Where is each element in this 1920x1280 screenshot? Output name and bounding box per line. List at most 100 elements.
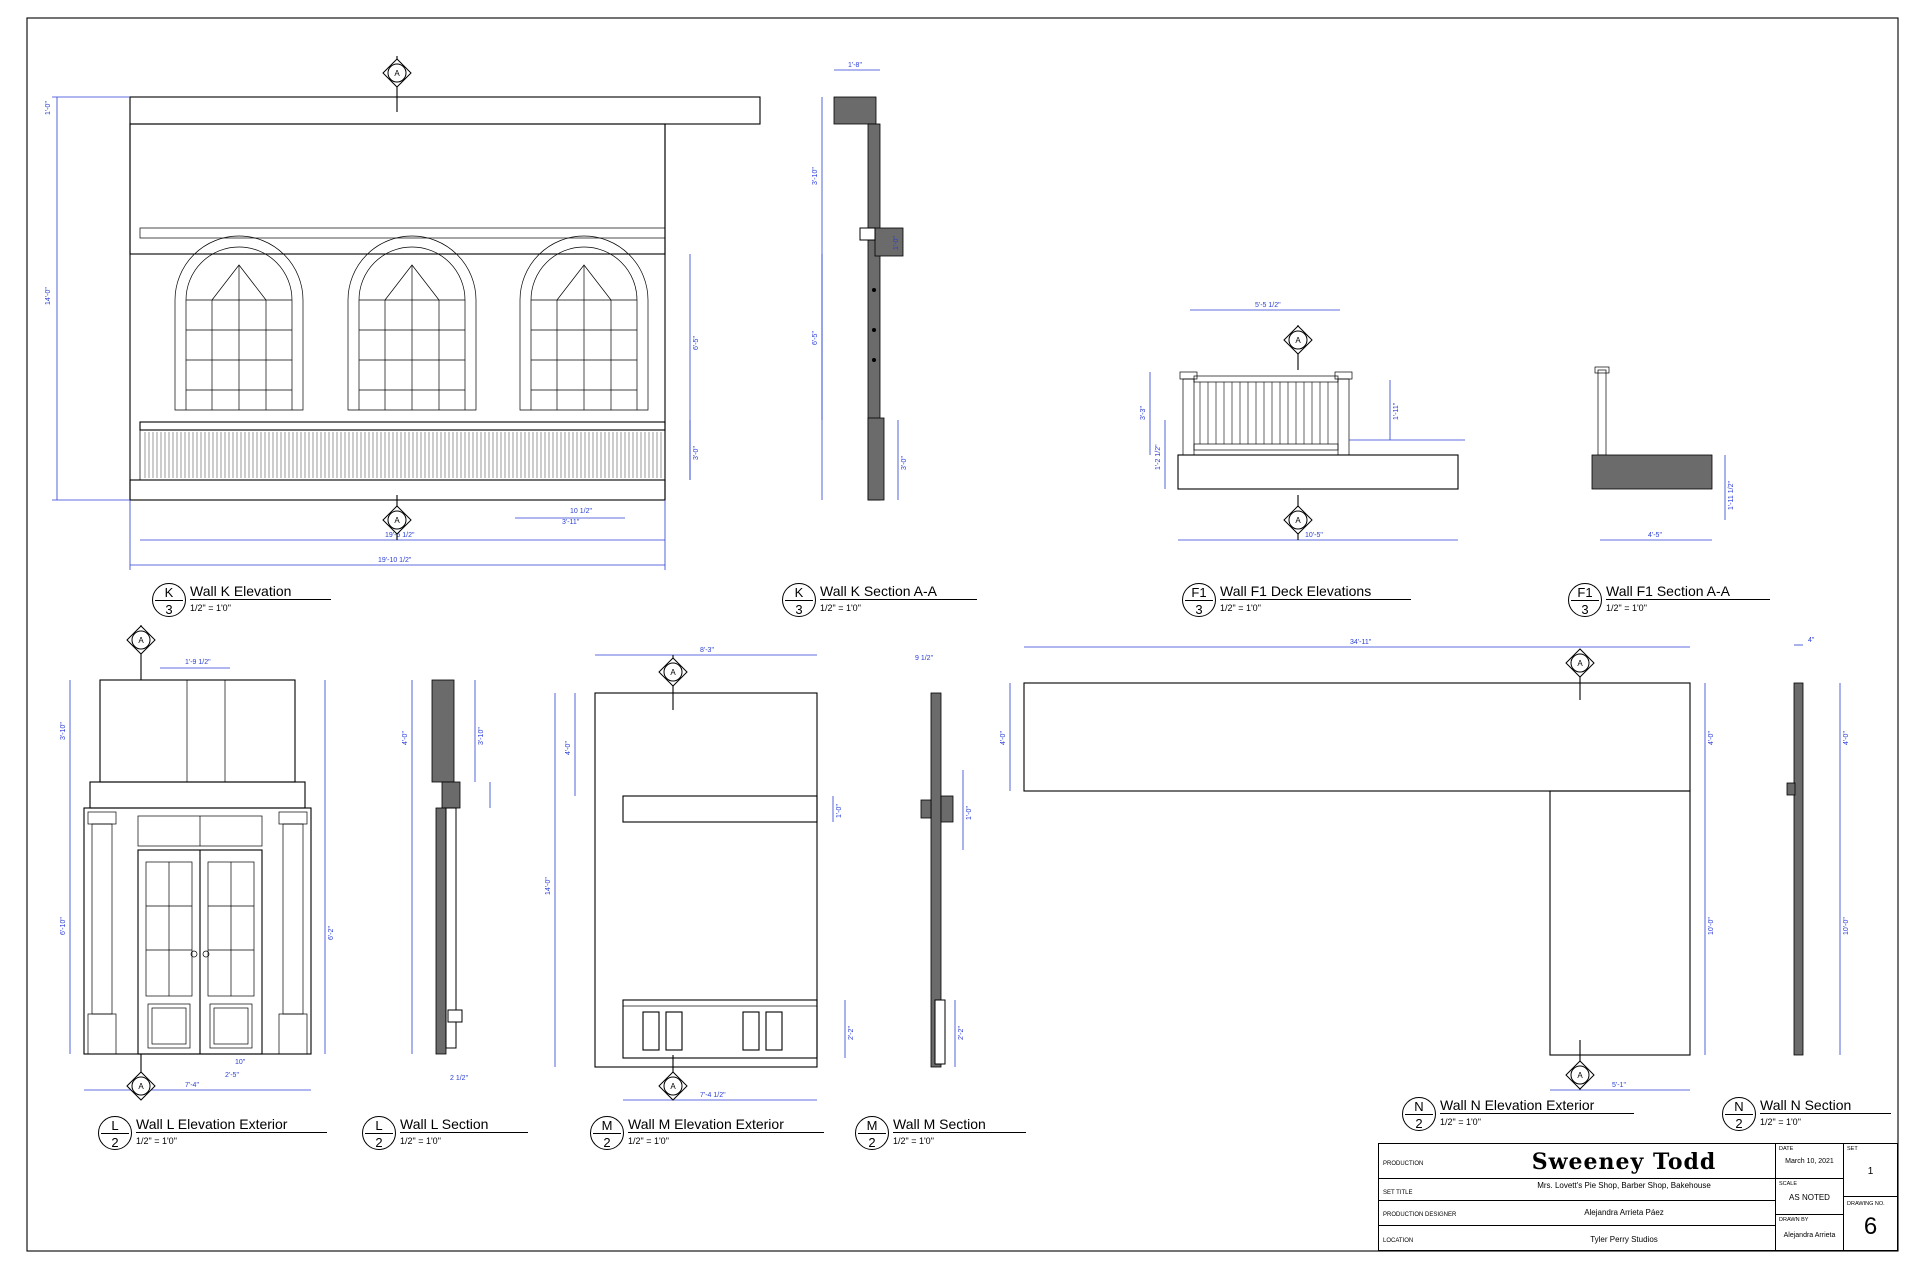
- dim-f1-base: 10'-5": [1305, 532, 1323, 539]
- dim-n-w: 34'-11": [1350, 639, 1372, 646]
- dim-m-h: 14'-0": [545, 877, 552, 895]
- tb-designer-key: PRODUCTION DESIGNER: [1383, 1212, 1457, 1218]
- dim-n-b: 10'-0": [1708, 917, 1715, 935]
- dim-l-top: 1'-9 1/2": [185, 659, 211, 666]
- view-title: Wall L Section: [400, 1116, 529, 1133]
- tb-drawing-no: 6: [1863, 1213, 1878, 1240]
- section-marker: A: [1565, 648, 1595, 700]
- view-scale: 1/2" = 1'0": [1440, 1117, 1481, 1127]
- section-marker-label: A: [1295, 336, 1301, 345]
- section-marker: A: [658, 655, 688, 710]
- wall-m-section: [920, 692, 964, 1068]
- dim-k-side-a: 6'-5": [693, 336, 700, 350]
- dim-l-h3: 6'-2": [328, 926, 335, 940]
- wall-l-elevation: [69, 667, 326, 1091]
- section-marker: A: [1283, 495, 1313, 540]
- view-title: Wall K Section A-A: [820, 583, 977, 600]
- dim-n-a: 4'-0": [1000, 731, 1007, 745]
- view-scale: 1/2" = 1'0": [400, 1136, 441, 1146]
- dim-k-top: 1'-0": [45, 101, 52, 115]
- section-marker-label: A: [670, 1082, 676, 1091]
- section-markers: A A A A A A A A: [126, 56, 1595, 1101]
- dim-ks-d: 1'-0": [893, 236, 900, 250]
- tb-designer: Alejandra Arrieta Páez: [1584, 1208, 1664, 1217]
- dim-k-b: 3'-11": [562, 519, 580, 526]
- view-title: Wall M Elevation Exterior: [628, 1116, 824, 1133]
- sheet-border: [26, 17, 1899, 1252]
- section-marker: A: [382, 495, 412, 540]
- dim-l-h1: 3'-10": [60, 722, 67, 740]
- view-scale: 1/2" = 1'0": [1760, 1117, 1801, 1127]
- section-marker: A: [126, 1054, 156, 1101]
- section-marker-label: A: [1577, 659, 1583, 668]
- wall-f1-section: [1591, 366, 1726, 541]
- view-title: Wall K Elevation: [190, 583, 332, 600]
- dim-ms-a: 1'-0": [966, 806, 973, 820]
- dim-ks-top: 1'-8": [848, 62, 862, 69]
- dim-m-b: 1'-0": [836, 804, 843, 818]
- wall-f1-deck-elevation: [1149, 309, 1465, 541]
- dim-n-a2: 4'-0": [1708, 731, 1715, 745]
- dim-ns-b: 4'-0": [1843, 731, 1850, 745]
- section-marker-label: A: [670, 668, 676, 677]
- dim-f1-h: 3'-3": [1140, 406, 1147, 420]
- wall-m-elevation: [554, 654, 846, 1101]
- section-marker-label: A: [138, 1082, 144, 1091]
- tb-designer-row: PRODUCTION DESIGNER Alejandra Arrieta Pá…: [1379, 1201, 1775, 1226]
- tb-drawn: Alejandra Arrieta: [1783, 1232, 1836, 1239]
- section-marker: A: [658, 1055, 688, 1101]
- wall-n-section: [1786, 644, 1841, 1056]
- dim-k-width-outer: 19'-10 1/2": [378, 557, 412, 564]
- section-marker-label: A: [394, 69, 400, 78]
- tb-date: March 10, 2021: [1785, 1158, 1834, 1165]
- tb-location-row: LOCATION Tyler Perry Studios: [1379, 1226, 1775, 1250]
- tb-set-title-key: SET TITLE: [1383, 1190, 1413, 1196]
- dim-n-c: 5'-1": [1612, 1082, 1626, 1089]
- dim-k-side-b: 3'-0": [693, 446, 700, 460]
- view-scale: 1/2" = 1'0": [820, 603, 861, 613]
- view-scale: 1/2" = 1'0": [190, 603, 231, 613]
- dim-f1s-w: 4'-5": [1648, 532, 1662, 539]
- dim-ns-a: 4": [1808, 637, 1815, 644]
- dim-ls-a: 4'-0": [402, 731, 409, 745]
- tb-location: Tyler Perry Studios: [1590, 1235, 1658, 1244]
- tb-scale: AS NOTED: [1789, 1193, 1830, 1202]
- dim-ks-c: 3'-0": [901, 456, 908, 470]
- wall-n-elevation: [1009, 646, 1706, 1091]
- tb-meta-column: DATE March 10, 2021 SCALE AS NOTED DRAWN…: [1775, 1144, 1843, 1250]
- view-title: Wall F1 Deck Elevations: [1220, 583, 1412, 600]
- tb-production-key: PRODUCTION: [1383, 1161, 1424, 1167]
- view-scale: 1/2" = 1'0": [628, 1136, 669, 1146]
- dim-m-base: 7'-4 1/2": [700, 1092, 726, 1099]
- wall-k-section: [821, 69, 904, 501]
- dim-f1-width: 5'-5 1/2": [1255, 302, 1281, 309]
- section-marker-label: A: [1577, 1071, 1583, 1080]
- section-marker: A: [1283, 325, 1313, 370]
- tb-set-title: Mrs. Lovett's Pie Shop, Barber Shop, Bak…: [1537, 1181, 1711, 1190]
- tb-location-key: LOCATION: [1383, 1238, 1414, 1244]
- dim-m-a: 4'-0": [565, 741, 572, 755]
- section-marker-label: A: [394, 516, 400, 525]
- view-title: Wall N Elevation Exterior: [1440, 1097, 1635, 1114]
- dim-ks-b: 6'-5": [812, 331, 819, 345]
- view-scale: 1/2" = 1'0": [893, 1136, 934, 1146]
- dim-l-w: 7'-4": [185, 1082, 199, 1089]
- dim-ks-a: 3'-10": [812, 167, 819, 185]
- wall-l-section: [411, 679, 491, 1055]
- tb-drawn-key: DRAWN BY: [1779, 1217, 1809, 1223]
- tb-production: Sweeney Todd: [1531, 1149, 1717, 1175]
- view-scale: 1/2" = 1'0": [136, 1136, 177, 1146]
- dim-ns-c: 10'-0": [1843, 917, 1850, 935]
- dim-m-w: 8'-3": [700, 647, 714, 654]
- tb-production-row: PRODUCTION Sweeney Todd: [1379, 1144, 1775, 1179]
- section-marker: A: [126, 625, 156, 680]
